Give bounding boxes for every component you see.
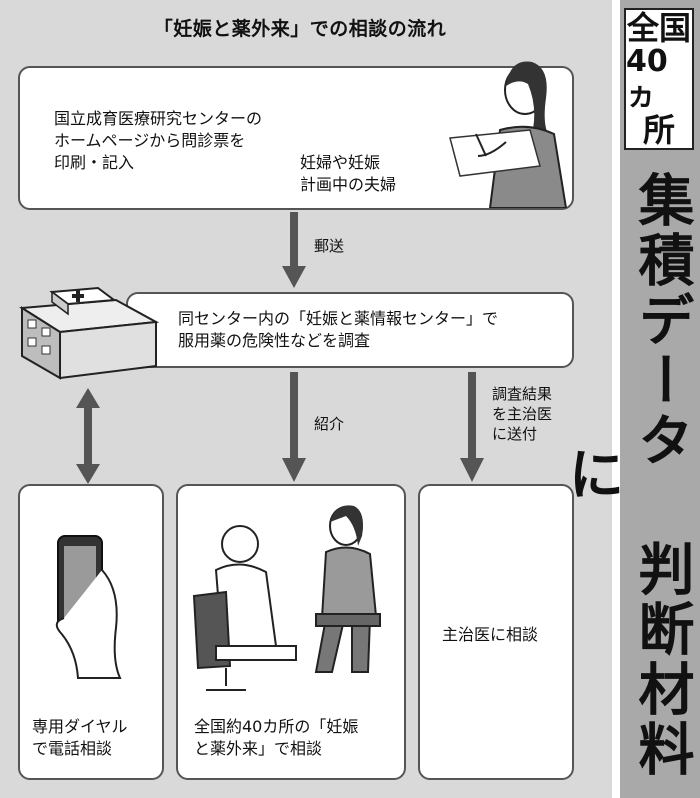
- doctor-box: 主治医に相談: [418, 484, 574, 780]
- diagram-title: 「妊娠と薬外来」での相談の流れ: [153, 18, 447, 40]
- badge-line-2: 40ヵ: [626, 44, 668, 113]
- badge-line-3: 所: [642, 111, 675, 149]
- step2-text: 同センター内の「妊娠と薬情報センター」で 服用薬の危険性などを調査: [178, 309, 499, 350]
- arrow-down-1: [282, 212, 306, 288]
- nationwide-badge: 全国 40ヵ 所: [624, 8, 694, 150]
- arrow-down-2: [282, 372, 306, 482]
- vertical-headline: 集積データ 判断材料に: [559, 170, 694, 780]
- doctor-text: 主治医に相談: [442, 625, 539, 644]
- badge-line-1: 全国: [626, 9, 691, 47]
- double-arrow: [76, 388, 100, 484]
- arrow-down-3: [460, 372, 484, 482]
- clinic-text: 全国約40カ所の「妊娠 と薬外来」で相談: [194, 717, 359, 758]
- arrow1-label: 郵送: [314, 237, 345, 255]
- flow-diagram: 「妊娠と薬外来」での相談の流れ 国立成育医療研究センターの ホームページから問診…: [0, 0, 612, 798]
- smartphone-icon: [55, 535, 122, 679]
- arrow2-label: 紹介: [314, 415, 345, 433]
- woman-writing-illustration: [449, 61, 568, 208]
- step1-text: 国立成育医療研究センターの ホームページから問診票を 印刷・記入: [54, 109, 263, 172]
- hospital-building-icon: [18, 286, 160, 380]
- step2-box: 同センター内の「妊娠と薬情報センター」で 服用薬の危険性などを調査: [126, 292, 574, 368]
- doctor-patient-illustration: [192, 505, 381, 691]
- phone-text: 専用ダイヤル で電話相談: [32, 717, 128, 758]
- arrow3-label: 調査結果 を主治医 に送付: [492, 385, 553, 443]
- step1-actor: 妊婦や妊娠 計画中の夫婦: [300, 153, 397, 194]
